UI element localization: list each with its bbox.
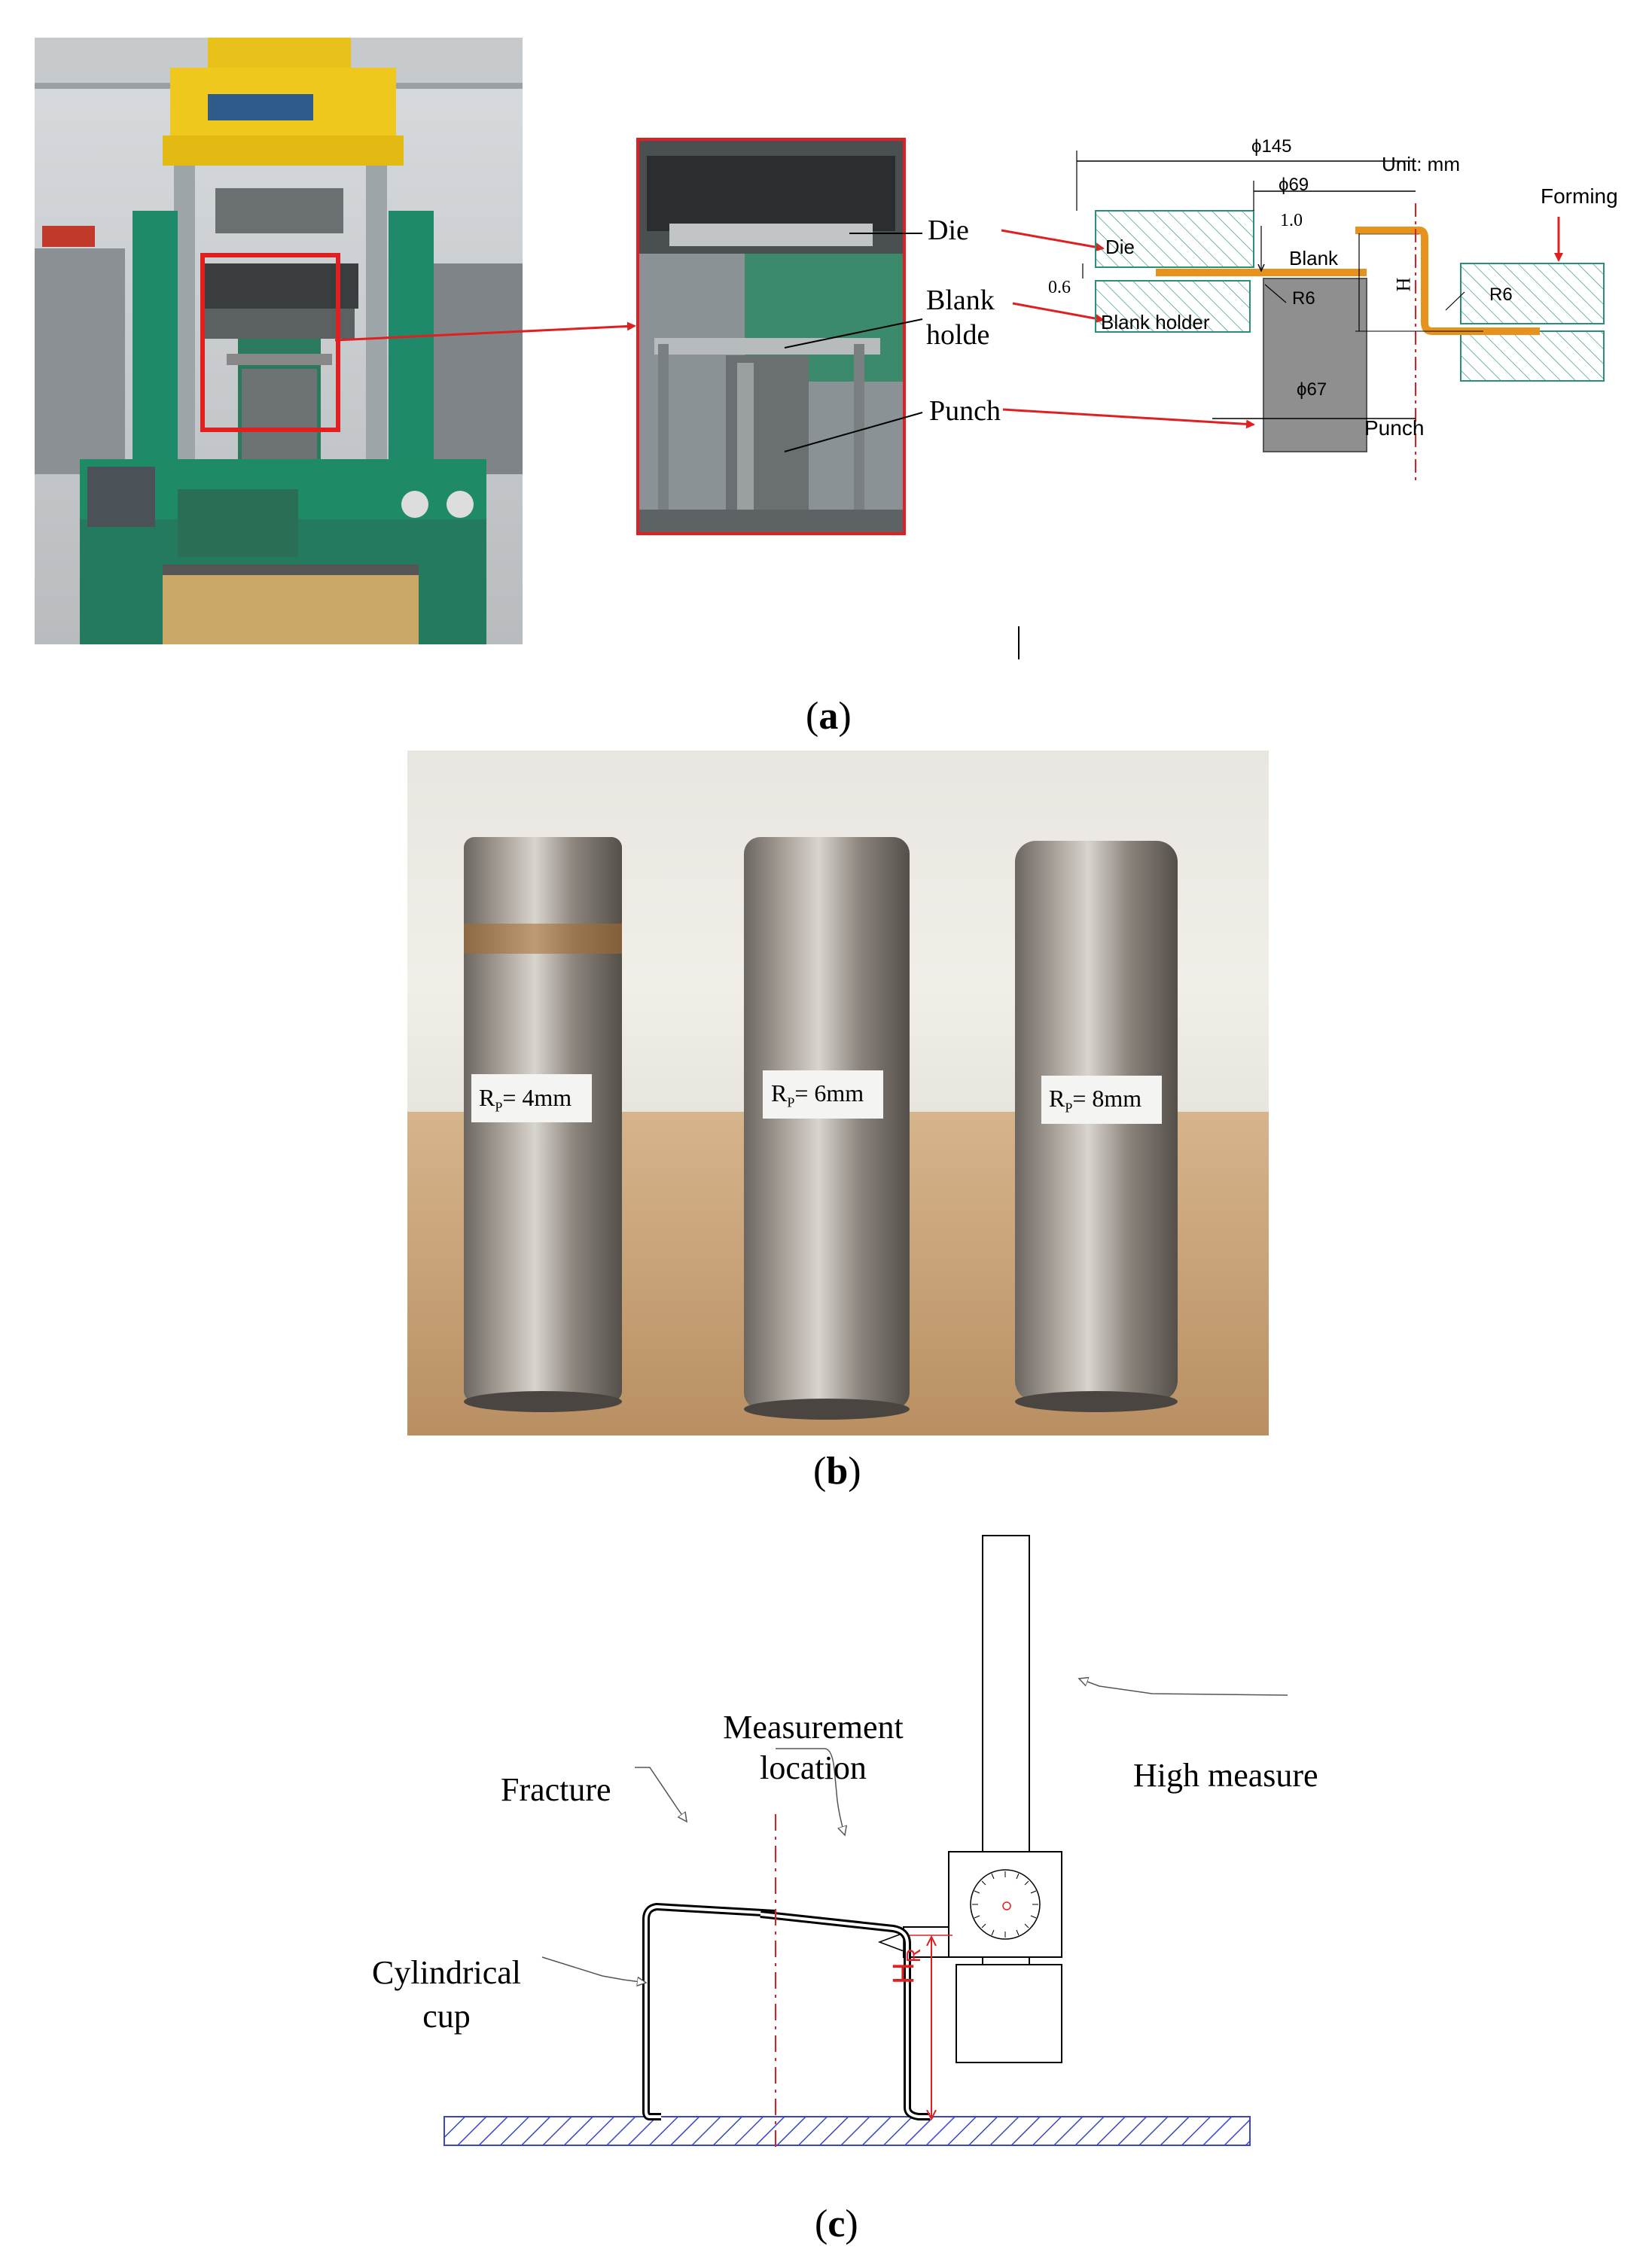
punch-label-8mm-r: R — [1049, 1085, 1065, 1112]
drawing-punch-label: Punch — [1364, 416, 1425, 440]
drawing-h-label: H — [1392, 277, 1415, 292]
hr-main: H — [887, 1962, 920, 1984]
dim-69: ϕ69 — [1279, 175, 1309, 195]
punch-label-6mm-r: R — [771, 1079, 788, 1107]
punch-label-6mm-sub: P — [787, 1094, 795, 1110]
drawing-blank-holder-label: Blank holder — [1101, 311, 1210, 333]
cylindrical-cup-line1: Cylindrical — [372, 1954, 521, 1991]
dim-10: 1.0 — [1280, 211, 1303, 230]
punch-label-8mm: RP= 8mm — [1049, 1085, 1141, 1116]
punch-cylinder-8mm — [1015, 841, 1178, 1412]
measurement-location-line2: location — [760, 1749, 867, 1786]
callout-blank-holder: Blank holde — [926, 283, 995, 352]
punch-label-4mm: RP= 4mm — [479, 1084, 571, 1115]
zoom-connector — [334, 229, 1255, 659]
punch-label-6mm: RP= 6mm — [771, 1079, 864, 1110]
press-photo — [35, 38, 523, 644]
punch-cylinder-6mm — [744, 837, 910, 1420]
punch-label-8mm-val: = 8mm — [1072, 1085, 1142, 1112]
punch-label-4mm-val: = 4mm — [502, 1084, 572, 1111]
measurement-location-label: Measurement location — [708, 1707, 919, 1789]
hr-label: HR — [887, 1948, 925, 1984]
callout-punch: Punch — [929, 395, 1001, 427]
cylindrical-cup-label: Cylindrical cup — [360, 1951, 533, 2038]
height-measurement-diagram — [443, 1535, 1288, 2153]
measurement-location-line1: Measurement — [723, 1709, 904, 1746]
dim-06: 0.6 — [1048, 278, 1071, 297]
drawing-die-label: Die — [1105, 236, 1135, 258]
callout-blank-holder-line2: holde — [926, 319, 990, 351]
punch-cylinder-4mm — [464, 837, 622, 1412]
callout-die: Die — [928, 215, 969, 246]
caption-b-letter: b — [826, 1450, 849, 1493]
tooling-drawing — [1076, 151, 1605, 482]
drawing-r6-left: R6 — [1292, 288, 1315, 309]
die-zoom-photo — [636, 138, 906, 535]
callout-blank-holder-line1: Blank — [926, 285, 995, 316]
drawing-forming-label: Forming — [1541, 184, 1618, 208]
punch-callout-line — [784, 412, 923, 452]
caption-a-letter: a — [818, 695, 839, 738]
high-measure-label: High measure — [1133, 1757, 1318, 1794]
fracture-label: Fracture — [501, 1771, 611, 1808]
punch-label-4mm-r: R — [479, 1084, 495, 1111]
punch-label-4mm-sub: P — [495, 1099, 503, 1115]
drawing-r6-right: R6 — [1489, 285, 1513, 305]
caption-a: (a) — [806, 695, 852, 738]
caption-b: (b) — [813, 1450, 861, 1493]
drawing-dim-67: ϕ67 — [1297, 379, 1327, 400]
punch-label-8mm-sub: P — [1065, 1100, 1073, 1116]
punches-photo — [407, 750, 1269, 1435]
hr-sub: R — [902, 1948, 925, 1963]
blank-callout-line — [784, 318, 923, 349]
cylindrical-cup-line2: cup — [422, 1998, 471, 2035]
caption-c-letter: c — [828, 2203, 846, 2245]
drawing-blank-label: Blank — [1289, 247, 1339, 269]
unit-label: Unit: mm — [1382, 153, 1460, 175]
caption-c: (c) — [815, 2203, 858, 2245]
punch-label-6mm-val: = 6mm — [794, 1079, 864, 1107]
dim-145: ϕ145 — [1251, 136, 1292, 157]
